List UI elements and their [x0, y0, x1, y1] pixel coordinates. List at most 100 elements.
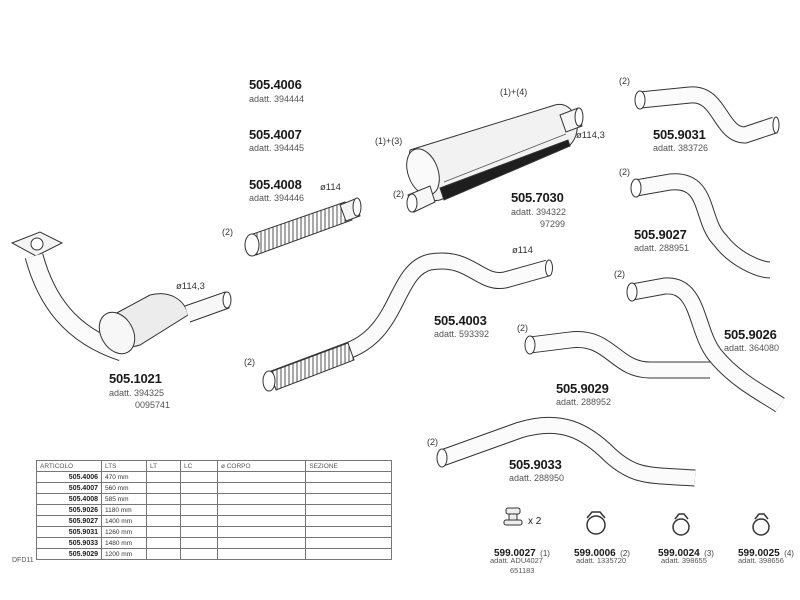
part-505-1021-diameter: ø114,3	[176, 281, 205, 292]
table-cell-empty	[180, 471, 218, 483]
part-505-9031-drawing	[634, 86, 780, 144]
accessory-599-0024-drawing	[672, 513, 690, 536]
part-505-9033-note: (2)	[427, 437, 438, 447]
spec-header-articolo: ARTICOLO	[36, 460, 102, 472]
table-cell-articolo: 505.9029	[36, 548, 102, 560]
table-cell-empty	[180, 504, 218, 516]
table-cell-empty	[216, 493, 307, 505]
part-505-4003-diameter: ø114	[512, 245, 533, 256]
part-505-4007-code: 505.4007	[249, 127, 302, 142]
accessory-599-0006-note: (2)	[620, 549, 630, 558]
table-cell-articolo: 505.9033	[36, 537, 102, 549]
table-cell-empty	[180, 548, 218, 560]
table-cell-empty	[180, 493, 218, 505]
part-505-4003-code: 505.4003	[434, 313, 487, 328]
table-cell-lts: 1180 mm	[101, 504, 147, 516]
table-cell-empty	[305, 548, 392, 560]
table-cell-empty	[216, 504, 307, 516]
part-505-7030-note-c: (2)	[393, 189, 404, 199]
accessory-599-0006-label: 599.0006 (2)	[574, 544, 630, 560]
table-cell-articolo: 505.4008	[36, 493, 102, 505]
part-505-9027-note: (2)	[619, 167, 630, 177]
table-cell-empty	[180, 537, 218, 549]
table-cell-lts: 585 mm	[101, 493, 147, 505]
table-cell-empty	[145, 526, 182, 538]
part-505-9029-note: (2)	[517, 323, 528, 333]
part-505-4008-adatt: adatt. 394446	[249, 193, 305, 203]
part-505-9026-note: (2)	[614, 269, 625, 279]
table-cell-empty	[216, 526, 307, 538]
table-cell-articolo: 505.9031	[36, 526, 102, 538]
spec-header-lc: LC	[180, 460, 218, 472]
part-505-9033-adatt: adatt. 288950	[509, 473, 565, 483]
part-505-9031-code: 505.9031	[653, 127, 706, 142]
accessory-599-0025-drawing	[752, 513, 770, 536]
table-cell-empty	[180, 515, 218, 527]
accessory-599-0006-adatt: adatt. 1335720	[576, 556, 627, 565]
table-cell-empty	[145, 515, 182, 527]
table-cell-empty	[145, 482, 182, 494]
table-cell-empty	[305, 482, 392, 494]
table-cell-empty	[145, 493, 182, 505]
part-505-7030-note-b: (1)+(3)	[375, 136, 403, 146]
table-cell-empty	[305, 515, 392, 527]
table-cell-empty	[180, 526, 218, 538]
part-505-9029-adatt: adatt. 288952	[556, 397, 612, 407]
table-cell-empty	[305, 493, 392, 505]
table-cell-lts: 560 mm	[101, 482, 147, 494]
part-505-7030-note-a: (1)+(4)	[500, 87, 528, 97]
table-cell-articolo: 505.4006	[36, 471, 102, 483]
part-505-4008-diameter: ø114	[320, 182, 341, 193]
part-505-9027-code: 505.9027	[634, 227, 687, 242]
part-505-9031-note: (2)	[619, 76, 630, 86]
table-cell-empty	[180, 482, 218, 494]
table-cell-empty	[305, 526, 392, 538]
accessory-599-0024-code: 599.0024	[658, 548, 700, 559]
part-505-9031-adatt: adatt. 383726	[653, 143, 709, 153]
accessory-599-0027-note: (1)	[540, 549, 550, 558]
table-cell-articolo: 505.4007	[36, 482, 102, 494]
part-505-9026-code: 505.9026	[724, 327, 777, 342]
part-505-7030-extra: 97299	[540, 219, 566, 229]
accessory-599-0027-extra: 651183	[510, 566, 535, 575]
accessory-599-0027-adatt: adatt. ADU4027	[490, 556, 543, 565]
part-505-1021-drawing	[10, 231, 232, 362]
spec-header-lts: LTS	[101, 460, 147, 472]
part-505-4007-adatt: adatt. 394445	[249, 143, 305, 153]
table-cell-empty	[145, 548, 182, 560]
part-505-9026-drawing	[626, 277, 785, 413]
accessory-599-0024-adatt: adatt. 398655	[661, 556, 707, 565]
table-cell-empty	[305, 504, 392, 516]
accessory-599-0027-drawing	[503, 507, 523, 526]
part-505-1021-extra: 0095741	[135, 400, 171, 410]
table-cell-empty	[216, 482, 307, 494]
table-cell-empty	[145, 504, 182, 516]
table-cell-empty	[216, 537, 307, 549]
part-505-9033-drawing	[436, 416, 696, 487]
part-505-7030-code: 505.7030	[511, 190, 564, 205]
accessory-599-0024-note: (3)	[704, 549, 714, 558]
accessory-599-0025-label: 599.0025 (4)	[738, 544, 794, 560]
accessory-599-0006-code: 599.0006	[574, 548, 616, 559]
accessory-599-0027-code: 599.0027	[494, 548, 536, 559]
table-cell-empty	[216, 548, 307, 560]
accessory-599-0006-drawing	[586, 511, 606, 535]
part-505-4003-drawing	[262, 252, 553, 392]
diagram-id: DFD11	[12, 557, 34, 564]
part-505-4008-code: 505.4008	[249, 177, 302, 192]
part-505-4003-note: (2)	[244, 357, 255, 367]
spec-header-corpo: ø CORPO	[216, 460, 307, 472]
table-cell-empty	[305, 471, 392, 483]
accessory-599-0027-label: 599.0027 (1)	[494, 544, 550, 560]
spec-table: ARTICOLO LTS LT LC ø CORPO SEZIONE 505.4…	[36, 460, 392, 560]
part-505-4006-adatt: adatt. 394444	[249, 94, 305, 104]
accessory-599-0025-adatt: adatt. 398656	[738, 556, 784, 565]
table-cell-empty	[145, 471, 182, 483]
part-505-9029-drawing	[524, 331, 710, 379]
